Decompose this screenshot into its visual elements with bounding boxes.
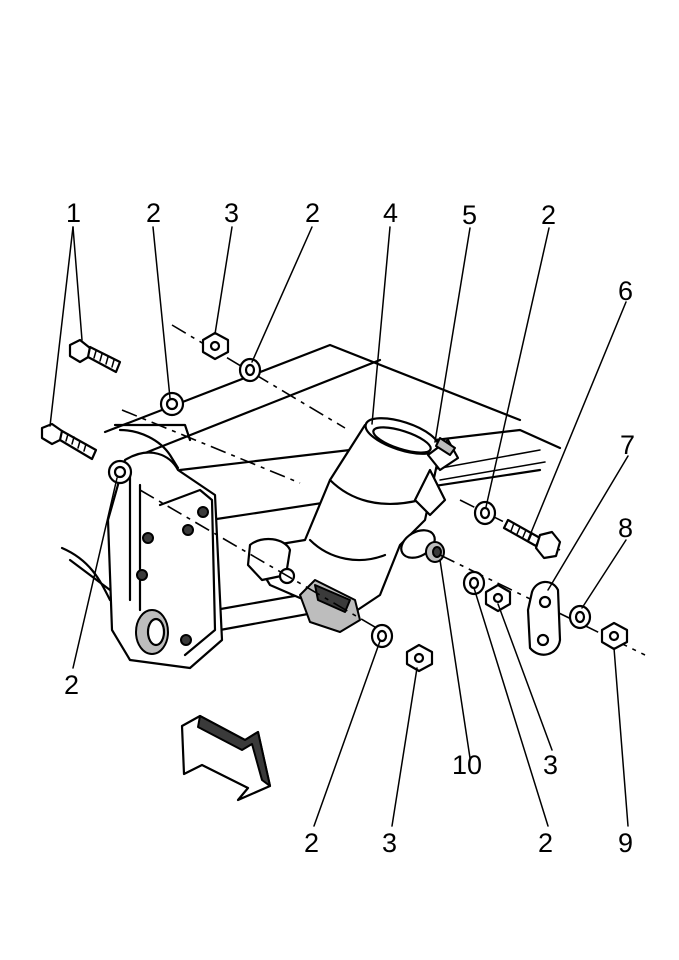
callout-1: 1	[66, 198, 81, 228]
callout-8: 8	[618, 513, 633, 543]
callout-7: 7	[620, 430, 635, 460]
mounting-plate	[526, 580, 562, 656]
frame-rail	[60, 343, 562, 632]
callout-9: 9	[618, 828, 633, 858]
callout-2: 2	[541, 200, 556, 230]
callout-2: 2	[538, 828, 553, 858]
callout-2: 2	[305, 198, 320, 228]
callout-3: 3	[382, 828, 397, 858]
leader-lines	[49, 226, 629, 827]
callout-labels: 1 2 3 2 4 5 2 6 7 8 2 10 3 2 3 2 9	[64, 198, 635, 858]
callout-2: 2	[146, 198, 161, 228]
callout-3: 3	[224, 198, 239, 228]
front-direction-arrow-icon	[180, 714, 272, 802]
callout-6: 6	[618, 276, 633, 306]
washers	[107, 357, 592, 649]
callout-4: 4	[383, 198, 398, 228]
bolt-right	[502, 518, 562, 560]
bolt-lower	[40, 422, 98, 461]
callout-3: 3	[543, 750, 558, 780]
callout-10: 10	[452, 750, 482, 780]
nuts	[201, 331, 629, 673]
callout-2: 2	[64, 670, 79, 700]
callout-2: 2	[304, 828, 319, 858]
callout-5: 5	[462, 200, 477, 230]
steering-gear	[246, 417, 460, 633]
bolt-upper	[68, 338, 122, 374]
frame-bracket	[106, 423, 224, 670]
